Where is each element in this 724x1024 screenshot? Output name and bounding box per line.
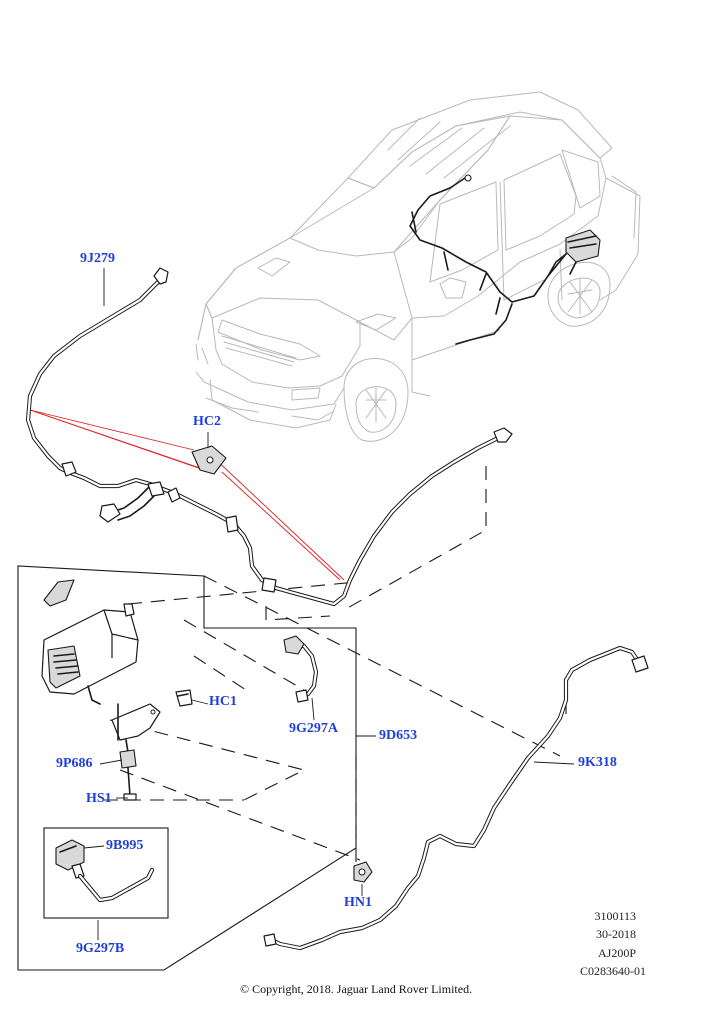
callout-9G297A[interactable]: 9G297A <box>289 721 338 736</box>
part-HC1 <box>175 689 209 707</box>
inset-frame-9B995 <box>43 827 169 919</box>
copyright-notice: © Copyright, 2018. Jaguar Land Rover Lim… <box>240 982 473 996</box>
callout-HC2[interactable]: HC2 <box>193 414 221 429</box>
callout-HN1[interactable]: HN1 <box>344 895 372 910</box>
callout-HC1[interactable]: HC1 <box>209 694 237 709</box>
part-bracket <box>111 703 161 801</box>
hose-9J279 <box>25 267 513 607</box>
callout-9B995[interactable]: 9B995 <box>106 838 144 853</box>
reference-model-code: AJ200P <box>597 946 636 960</box>
callout-HS1[interactable]: HS1 <box>86 791 112 806</box>
part-canister <box>41 579 139 705</box>
vehicle-illustration <box>195 91 641 442</box>
inset-frame-main <box>17 565 357 971</box>
callout-9K318[interactable]: 9K318 <box>578 755 617 770</box>
reference-dash-lines <box>104 466 567 876</box>
part-9B995 <box>55 839 155 903</box>
callout-9D653[interactable]: 9D653 <box>379 728 418 743</box>
callout-9P686[interactable]: 9P686 <box>56 756 93 771</box>
reference-number: 3100113 <box>594 909 636 923</box>
hose-9K318 <box>263 645 649 951</box>
leader-lines <box>97 268 575 940</box>
callout-9J279[interactable]: 9J279 <box>80 251 115 266</box>
callout-9G297B[interactable]: 9G297B <box>76 941 125 956</box>
hc2-indicator-lines <box>29 409 345 581</box>
reference-date: 30-2018 <box>596 927 636 941</box>
hose-9G297A <box>283 635 319 703</box>
reference-illustration-id: C0283640-01 <box>580 964 646 978</box>
part-HN1 <box>353 861 373 896</box>
part-HC2 <box>191 445 227 475</box>
vehicle-harness <box>409 174 601 345</box>
